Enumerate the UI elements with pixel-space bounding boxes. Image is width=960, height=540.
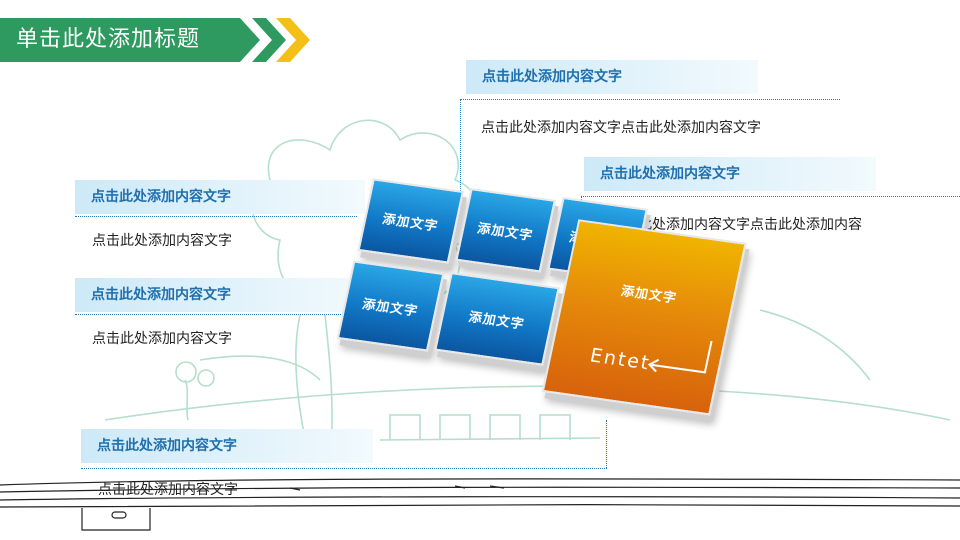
key-5[interactable]: 添加文字: [434, 272, 560, 366]
callout-mid-right-divider: [581, 196, 960, 197]
callout-bottom-heading[interactable]: 点击此处添加内容文字: [81, 429, 373, 463]
callout-top-right-divider: [460, 99, 840, 100]
slide-title[interactable]: 单击此处添加标题: [16, 27, 201, 52]
callout-top-right-leader: [460, 99, 461, 211]
key-2[interactable]: 添加文字: [455, 187, 556, 273]
key-4[interactable]: 添加文字: [336, 260, 445, 352]
enter-key[interactable]: 添加文字 Entet: [541, 219, 747, 416]
keyboard-keys: 添加文字 添加文字 添加文字 添加文字 添加文字 添加文字 Entet: [307, 167, 759, 487]
callout-left-2-divider: [75, 314, 353, 315]
key-1[interactable]: 添加文字: [357, 178, 464, 264]
title-banner: [0, 18, 260, 62]
callout-left-1-divider: [75, 216, 357, 217]
callout-mid-right-heading[interactable]: 点击此处添加内容文字: [584, 157, 876, 191]
callout-bottom-divider: [81, 468, 607, 469]
callout-top-right-body[interactable]: 点击此处添加内容文字点击此处添加内容文字: [481, 120, 761, 136]
enter-arrow-icon: [647, 340, 713, 374]
callout-bottom-leader: [606, 420, 607, 468]
enter-key-label: 添加文字: [619, 284, 679, 307]
callout-left-2-body[interactable]: 点击此处添加内容文字: [92, 331, 232, 347]
callout-left-2-heading[interactable]: 点击此处添加内容文字: [75, 278, 365, 312]
keyboard-graphic: 添加文字 添加文字 添加文字 添加文字 添加文字 添加文字 Entet: [333, 178, 747, 462]
callout-top-right-heading[interactable]: 点击此处添加内容文字: [466, 60, 758, 94]
callout-left-1-heading[interactable]: 点击此处添加内容文字: [75, 180, 365, 214]
callout-mid-right-body[interactable]: 点击此处添加内容文字点击此处添加内容: [610, 217, 862, 233]
callout-bottom-body[interactable]: 点击此处添加内容文字: [98, 482, 238, 498]
callout-left-1-body[interactable]: 点击此处添加内容文字: [92, 233, 232, 249]
